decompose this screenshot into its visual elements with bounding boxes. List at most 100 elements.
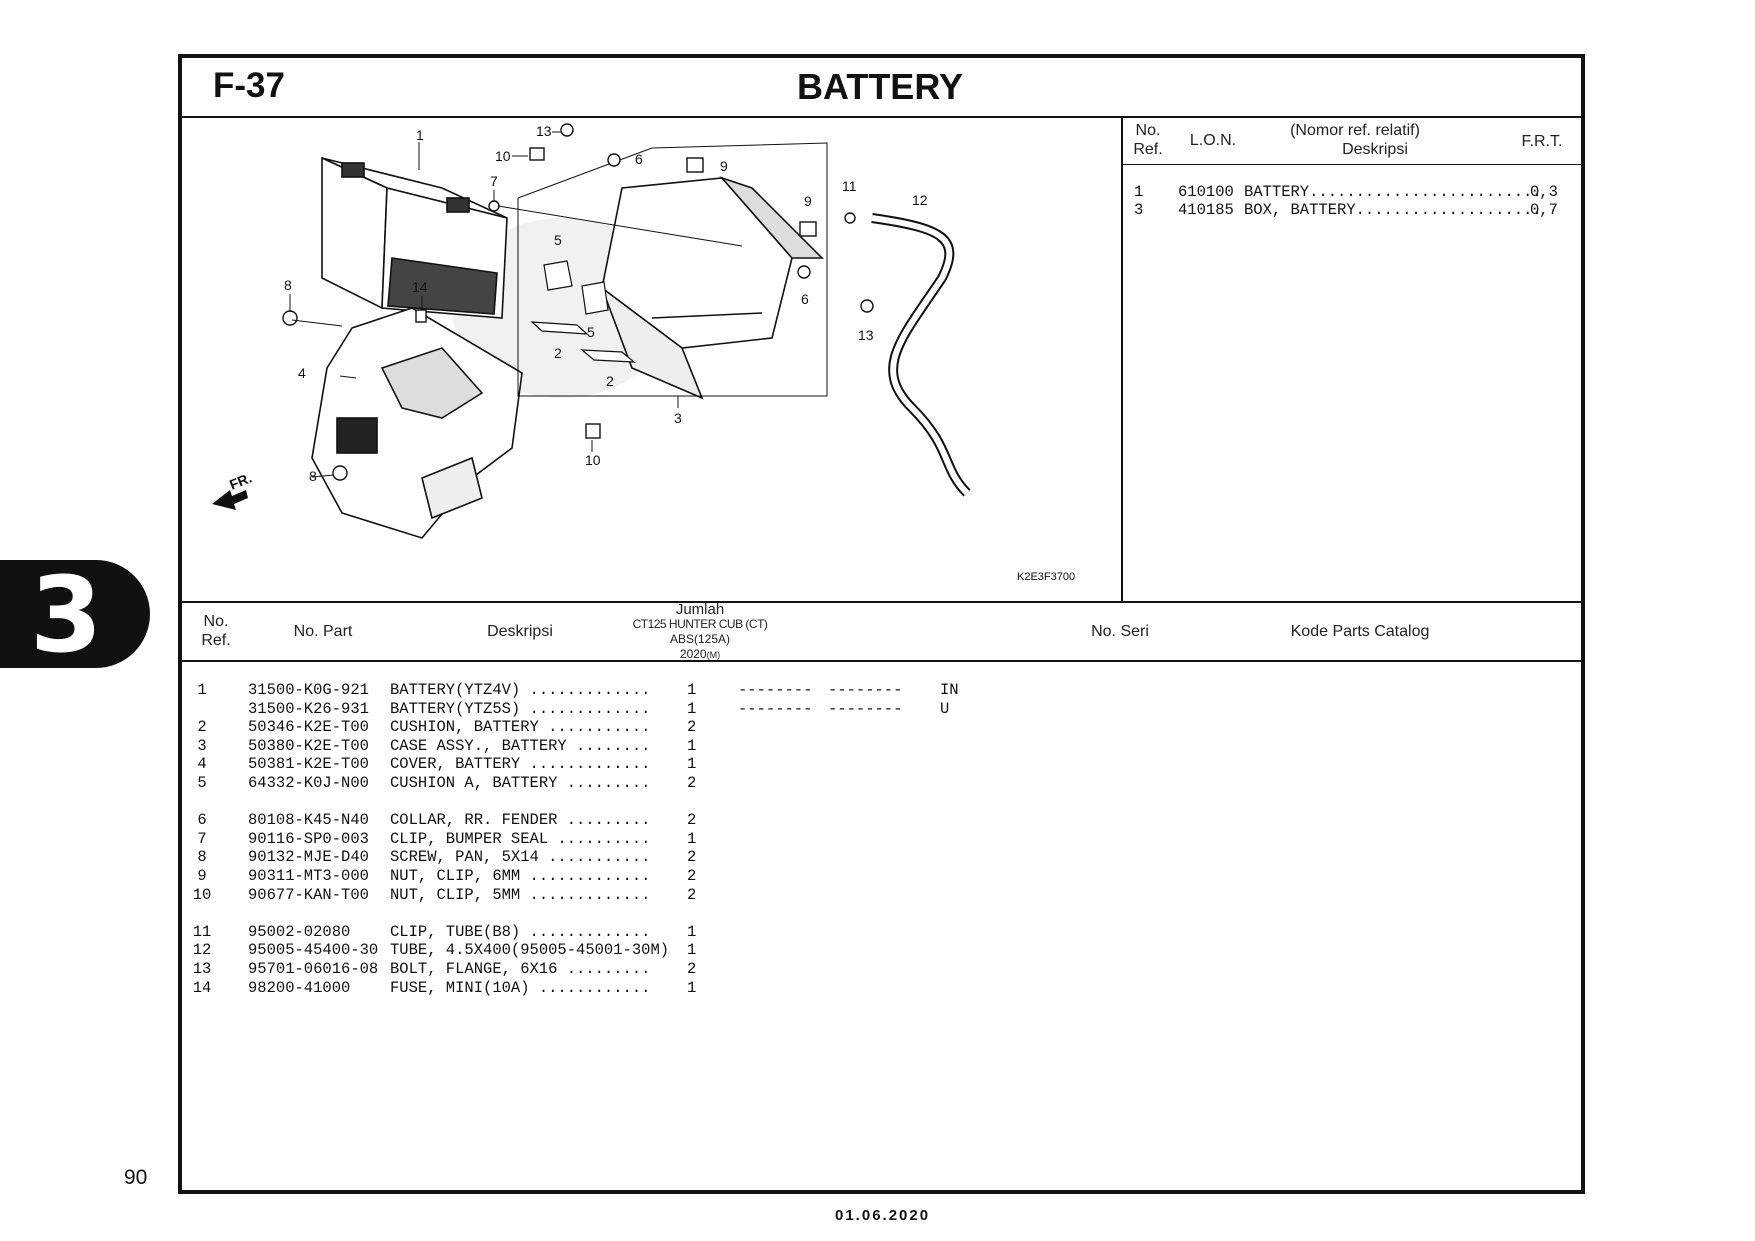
lon-header-desc: (Nomor ref. relatif) Deskripsi: [1250, 121, 1460, 159]
callout-2: 2: [554, 345, 562, 361]
lon-header-frt: F.R.T.: [1521, 133, 1563, 150]
exploded-parts-diagram: 1 2 2 3 4 5 5 6 6 7 8 8 9 9 10 10 11 12 …: [212, 123, 1075, 583]
page-number: 90: [124, 1166, 148, 1189]
parts-cell-desc: CASE ASSY., BATTERY ........: [390, 736, 651, 755]
parts-cell-ref: 11: [192, 922, 212, 941]
parts-cell-ref: 10: [192, 885, 212, 904]
callout-13: 13: [536, 123, 552, 139]
parts-cell-part: 31500-K0G-921: [248, 681, 369, 699]
parts-cell-ref: 8: [197, 848, 207, 867]
parts-cell-qty: 1: [687, 978, 697, 997]
parts-cell-code: IN: [940, 681, 959, 699]
parts-cell-ref: 6: [197, 811, 207, 830]
lon-ref: 3: [1134, 201, 1144, 219]
section-tab-number: 3: [30, 554, 103, 676]
parts-cell-s2: --------: [828, 681, 903, 699]
figure-code: F-37: [213, 66, 285, 105]
page-title: BATTERY: [797, 66, 963, 107]
tube-illustration: [871, 213, 971, 497]
parts-cell-desc: COVER, BATTERY .............: [390, 755, 651, 774]
lon-ref: 1: [1134, 183, 1144, 201]
parts-cell-s2: --------: [828, 699, 903, 718]
parts-cell-desc: BATTERY(YTZ4V) .............: [390, 681, 651, 699]
parts-header-catalog: Kode Parts Catalog: [1290, 623, 1430, 640]
parts-cell-desc: NUT, CLIP, 5MM .............: [390, 885, 651, 904]
parts-cell-part: 95701-06016-08: [248, 959, 379, 978]
parts-cell-qty: 2: [687, 718, 697, 737]
parts-cell-part: 98200-41000: [248, 978, 351, 997]
parts-cell-desc: CUSHION, BATTERY ...........: [390, 718, 651, 737]
parts-cell-ref: 9: [197, 866, 207, 885]
qty-model: CT125 HUNTER CUB (CT): [632, 617, 768, 631]
parts-cell-code: U: [940, 699, 950, 718]
lon-frt: 0,7: [1530, 201, 1558, 219]
parts-cell-qty: 1: [687, 829, 697, 848]
parts-cell-desc: BOLT, FLANGE, 6X16 .........: [390, 959, 651, 978]
callout-1: 1: [416, 127, 424, 143]
cushion-illustration: [530, 260, 636, 363]
parts-header-qty: Jumlah CT125 HUNTER CUB (CT) ABS(125A) 2…: [620, 602, 780, 663]
callout-12: 12: [912, 192, 928, 208]
lon-header-no-ref-text: No. Ref.: [1133, 122, 1163, 158]
parts-cell-part: 50346-K2E-T00: [248, 718, 369, 737]
callout-2: 2: [606, 373, 614, 389]
parts-cell-qty: 2: [687, 811, 697, 830]
diagram-bottom-rule: [180, 601, 1583, 603]
callout-9: 9: [720, 158, 728, 174]
parts-cell-desc: CLIP, TUBE(B8) .............: [390, 922, 651, 941]
qty-title: Jumlah: [675, 601, 725, 618]
parts-cell-part: 90116-SP0-003: [248, 829, 369, 848]
parts-cell-part: 50380-K2E-T00: [248, 736, 369, 755]
parts-cell-qty: 1: [687, 941, 697, 960]
lon-header-desc-label: Deskripsi: [1342, 141, 1408, 158]
parts-cell-qty: 2: [687, 773, 697, 792]
parts-cell-ref: 1: [197, 681, 207, 699]
parts-cell-ref: 4: [197, 755, 207, 774]
parts-cell-part: 90677-KAN-T00: [248, 885, 369, 904]
lon-header-desc-top: (Nomor ref. relatif): [1290, 122, 1420, 139]
callout-4: 4: [298, 365, 306, 381]
callout-11: 11: [842, 178, 857, 194]
battery-case-illustration: [600, 176, 824, 400]
callouts: 1 2 2 3 4 5 5 6 6 7 8 8 9 9 10 10 11 12 …: [284, 123, 928, 484]
qty-year-line: 2020(M): [620, 647, 780, 663]
callout-9: 9: [804, 193, 812, 209]
front-label: FR.: [227, 469, 254, 492]
parts-cell-desc: CLIP, BUMPER SEAL ..........: [390, 829, 651, 848]
lon-header-rule: [1123, 164, 1583, 165]
callout-7: 7: [490, 173, 498, 189]
callout-8: 8: [284, 277, 292, 293]
lon-code: 410185: [1178, 201, 1234, 219]
lon-header-no-ref: No. Ref.: [1128, 121, 1168, 159]
lon-divider: [1121, 116, 1123, 602]
lon-code: 610100: [1178, 183, 1234, 201]
hardware-illustration: [282, 123, 874, 481]
parts-cell-ref: 5: [197, 773, 207, 792]
qty-year: 2020: [679, 647, 707, 661]
qty-variant: ABS(125A): [669, 632, 731, 646]
parts-cell-desc: SCREW, PAN, 5X14 ...........: [390, 848, 651, 867]
parts-cell-ref: 7: [197, 829, 207, 848]
parts-cell-qty: 1: [687, 681, 697, 699]
parts-header-no-part: No. Part: [293, 623, 353, 640]
parts-header-rule: [180, 660, 1583, 662]
diagram-code: K2E3F3700: [1017, 571, 1075, 583]
parts-cell-qty: 1: [687, 699, 697, 718]
lon-desc: BATTERY.........................: [1244, 183, 1542, 201]
parts-header-no-seri: No. Seri: [1091, 623, 1149, 640]
parts-cell-part: 95005-45400-30: [248, 941, 379, 960]
parts-cell-qty: 2: [687, 866, 697, 885]
callout-13: 13: [858, 327, 874, 343]
parts-cell-ref: 12: [192, 941, 212, 960]
battery-illustration: [321, 156, 508, 319]
callout-8: 8: [309, 468, 317, 484]
parts-cell-ref: 13: [192, 959, 212, 978]
parts-header-no-ref: No. Ref.: [201, 613, 231, 649]
parts-cell-part: 80108-K45-N40: [248, 811, 369, 830]
parts-cell-qty: 2: [687, 959, 697, 978]
callout-3: 3: [674, 410, 682, 426]
parts-cell-desc: BATTERY(YTZ5S) .............: [390, 699, 651, 718]
lon-frt: 0,3: [1530, 183, 1558, 201]
parts-cell-qty: 2: [687, 848, 697, 867]
parts-cell-desc: TUBE, 4.5X400(95005-45001-30M): [390, 941, 670, 960]
